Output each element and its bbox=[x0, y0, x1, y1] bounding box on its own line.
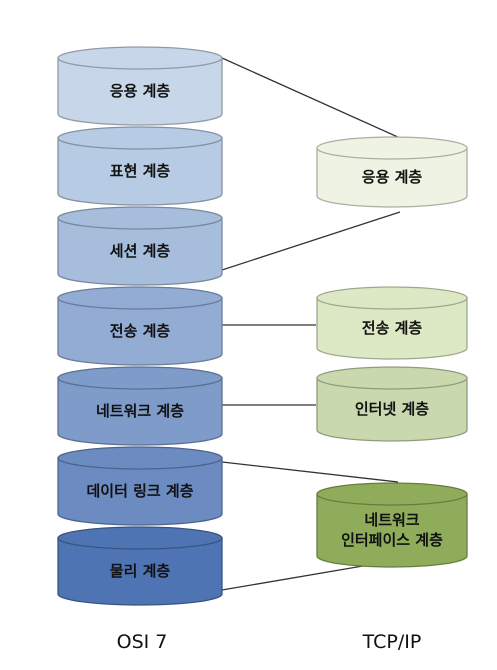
osi-layer-label: 네트워크 계층 bbox=[96, 402, 184, 420]
osi-layer-body bbox=[57, 537, 223, 606]
tcpip-layer-label: 인터넷 계층 bbox=[355, 400, 429, 418]
tcpip-layer-body bbox=[316, 147, 468, 208]
connector-line bbox=[221, 461, 399, 483]
osi-layer-body bbox=[57, 457, 223, 526]
osi-layer-label: 물리 계층 bbox=[110, 562, 171, 580]
osi-layer-label: 세션 계층 bbox=[110, 242, 171, 260]
osi-layer: 데이터 링크 계층 bbox=[57, 446, 223, 526]
tcpip-layer-label: 응용 계층 bbox=[362, 168, 423, 186]
osi-layer-body bbox=[57, 137, 223, 206]
osi-layer-label: 데이터 링크 계층 bbox=[86, 482, 193, 500]
tcpip-layer-top bbox=[316, 286, 468, 310]
tcpip-layer-body bbox=[316, 493, 468, 568]
osi-layer: 전송 계층 bbox=[57, 286, 223, 366]
tcpip-layer-body bbox=[316, 297, 468, 360]
tcpip-layer-top bbox=[316, 136, 468, 160]
osi-layer-body bbox=[57, 377, 223, 446]
tcpip-layer: 전송 계층 bbox=[316, 286, 468, 360]
tcpip-layer-top bbox=[316, 482, 468, 506]
osi-layer-top bbox=[57, 446, 223, 470]
tcpip-layer-label: 전송 계층 bbox=[362, 319, 423, 337]
osi-layer: 물리 계층 bbox=[57, 526, 223, 606]
osi-column-title: OSI 7 bbox=[117, 631, 168, 653]
osi-layer: 네트워크 계층 bbox=[57, 366, 223, 446]
osi-layer-body bbox=[57, 57, 223, 126]
osi-layer-body bbox=[57, 217, 223, 286]
tcpip-layer-label: 인터페이스 계층 bbox=[341, 531, 443, 549]
osi-layer-label: 응용 계층 bbox=[110, 82, 171, 100]
osi-layer-label: 전송 계층 bbox=[110, 322, 171, 340]
tcpip-layer-body bbox=[316, 377, 468, 442]
connector-line bbox=[221, 57, 401, 139]
tcpip-layer-top bbox=[316, 366, 468, 390]
osi-layer: 세션 계층 bbox=[57, 206, 223, 286]
osi-layer-top bbox=[57, 206, 223, 230]
osi-layer-top bbox=[57, 286, 223, 310]
osi-layer-top bbox=[57, 126, 223, 150]
tcpip-layer: 인터넷 계층 bbox=[316, 366, 468, 442]
osi-layer-top bbox=[57, 366, 223, 390]
osi-layer: 응용 계층 bbox=[57, 46, 223, 126]
osi-layer-label: 표현 계층 bbox=[110, 162, 171, 180]
connector-line bbox=[221, 211, 401, 271]
tcpip-layer: 응용 계층 bbox=[316, 136, 468, 208]
osi-layer-top bbox=[57, 46, 223, 70]
osi-layer: 표현 계층 bbox=[57, 126, 223, 206]
connector-lines bbox=[221, 57, 401, 591]
osi-layer-body bbox=[57, 297, 223, 366]
osi-layer-top bbox=[57, 526, 223, 550]
tcpip-layer-label: 네트워크 bbox=[364, 511, 419, 529]
tcpip-column-title: TCP/IP bbox=[362, 631, 422, 653]
